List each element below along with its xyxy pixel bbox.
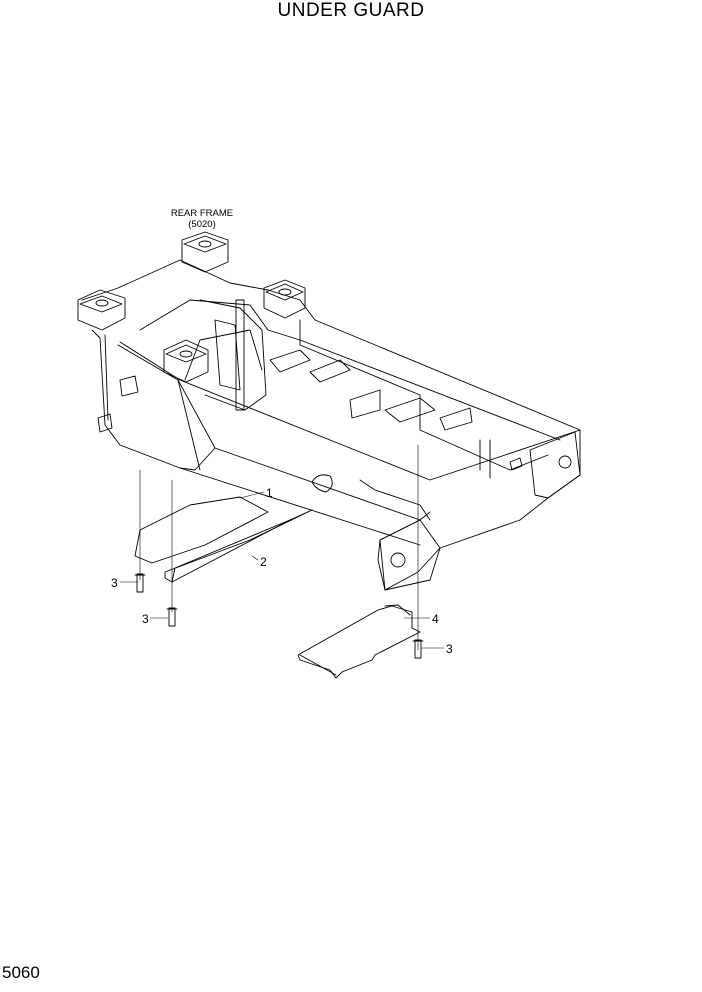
mount-pad-top-center — [181, 231, 229, 273]
mount-pad-right — [263, 279, 306, 319]
reference-label-line1: REAR FRAME — [171, 208, 233, 219]
callout-3c: 3 — [446, 642, 453, 656]
leader-lines — [119, 444, 445, 651]
callout-2: 2 — [260, 555, 267, 569]
rear-frame — [77, 231, 581, 591]
under-guard-plate-4 — [297, 605, 421, 679]
callout-3a: 3 — [111, 576, 118, 590]
bolts-3 — [134, 573, 424, 659]
page-number: 5060 — [2, 963, 40, 982]
under-guard-plate-2 — [164, 509, 313, 583]
callout-3b: 3 — [142, 612, 149, 626]
callout-4: 4 — [432, 612, 439, 626]
reference-label-line2: (5020) — [188, 219, 215, 230]
page-title: UNDER GUARD — [277, 0, 425, 21]
callout-1: 1 — [266, 486, 273, 500]
mount-pad-front-center — [163, 339, 209, 383]
under-guard-plate-1 — [134, 496, 269, 564]
mount-pad-front-left — [77, 289, 126, 331]
